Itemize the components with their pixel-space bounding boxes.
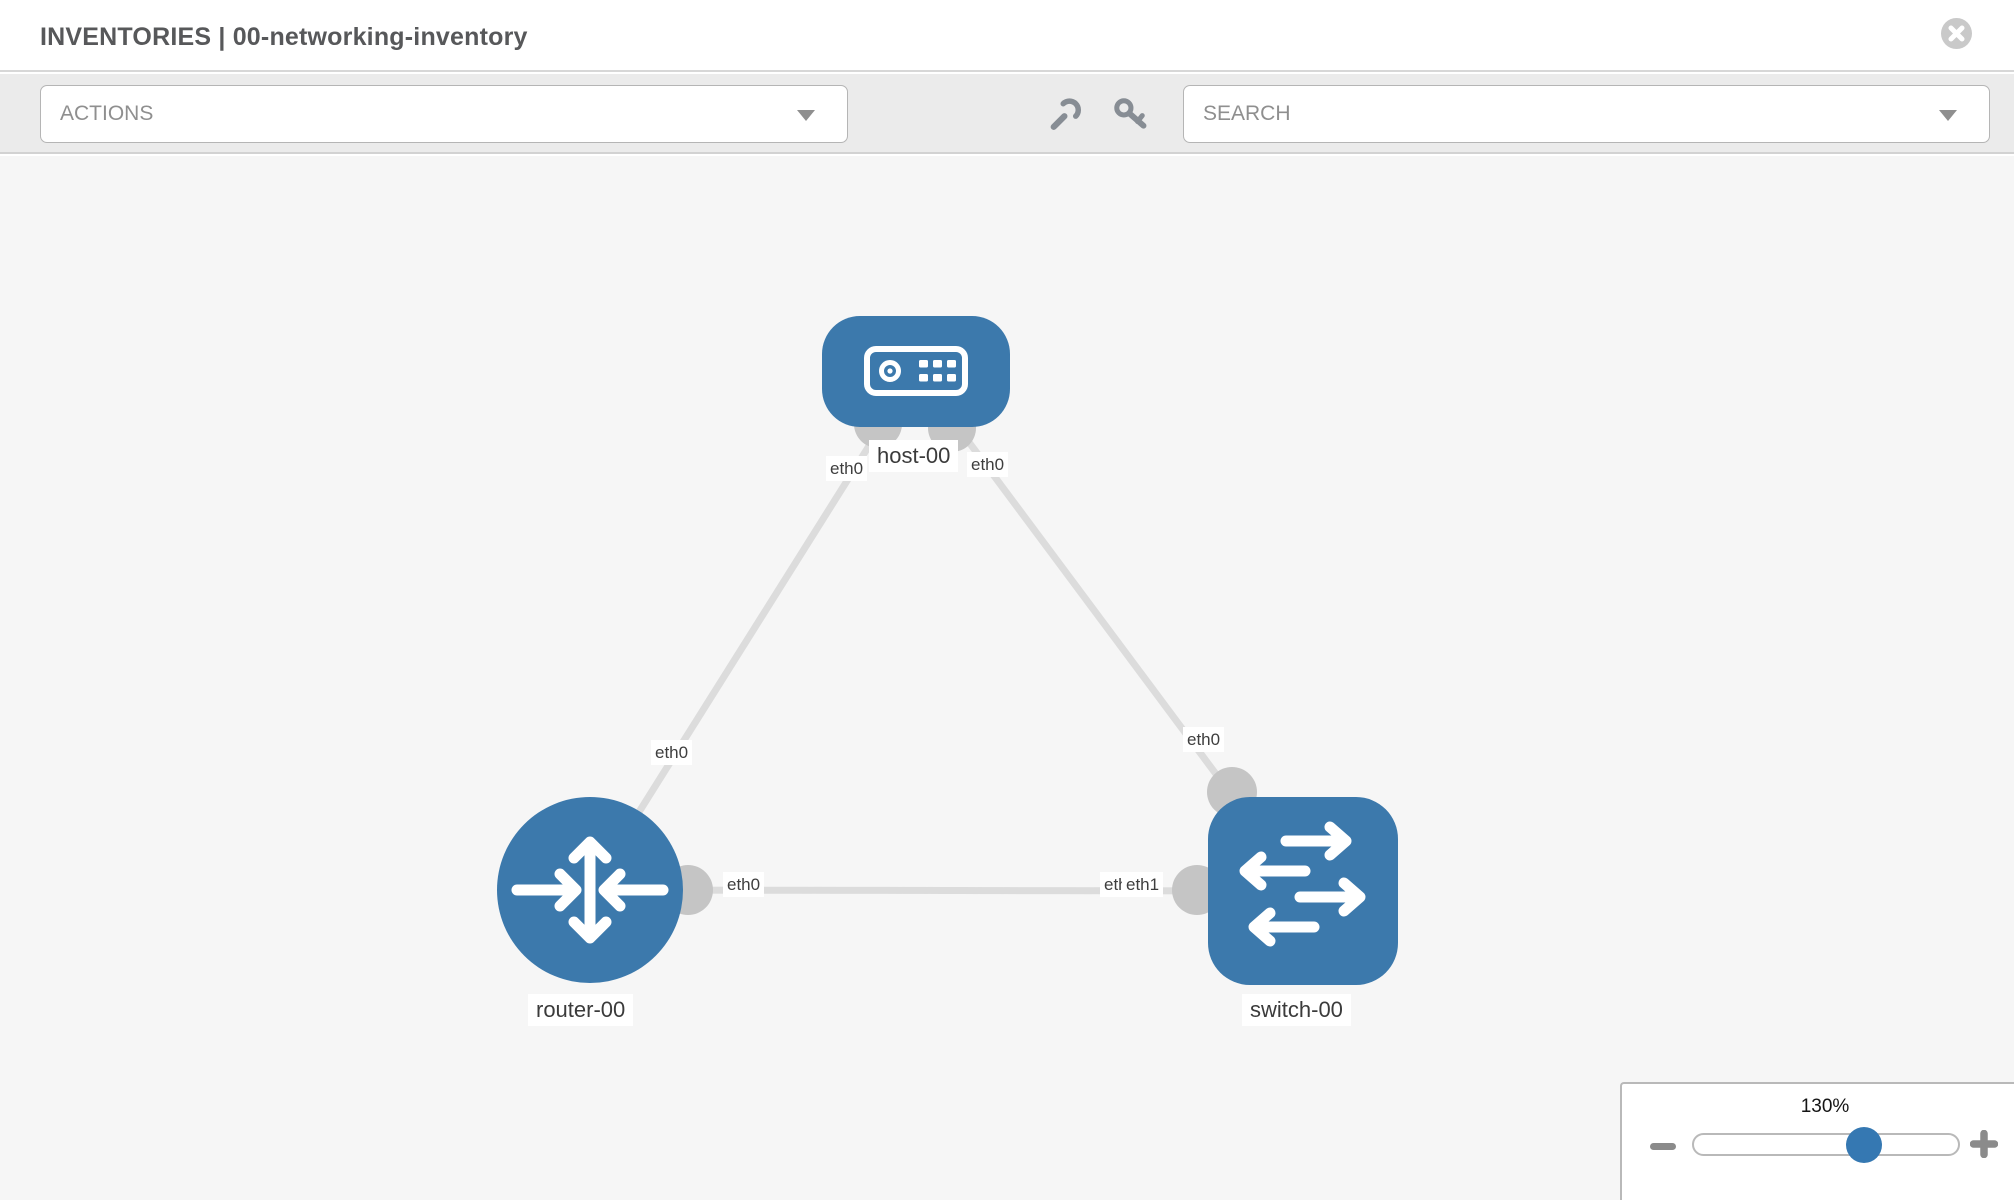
key-button[interactable] — [1112, 96, 1150, 134]
zoom-in-button[interactable] — [1969, 1129, 1999, 1161]
topology-canvas[interactable]: eth0 eth0 eth0 eth0 eth0 eth1 eth1 host-… — [0, 156, 2014, 1200]
wrench-button[interactable] — [1046, 96, 1084, 134]
search-dropdown[interactable]: SEARCH — [1183, 85, 1990, 143]
iface-label: eth0 — [826, 456, 868, 481]
node-host-00[interactable] — [822, 316, 1010, 427]
zoom-level: 130% — [1800, 1096, 1850, 1117]
plus-icon — [1969, 1129, 1999, 1161]
iface-label: eth0 — [723, 872, 765, 897]
wrench-icon — [1046, 98, 1084, 137]
port-circles — [663, 400, 1257, 915]
iface-label: eth0 — [1183, 727, 1225, 752]
iface-label: eth1 — [1122, 872, 1164, 897]
iface-label: eth0 — [651, 740, 693, 765]
page-title: INVENTORIES | 00-networking-inventory — [40, 23, 528, 51]
actions-dropdown[interactable]: ACTIONS — [40, 85, 848, 143]
search-dropdown-label: SEARCH — [1203, 102, 1291, 125]
key-icon — [1112, 98, 1150, 137]
chevron-down-icon — [797, 110, 815, 121]
node-router-00[interactable] — [497, 797, 683, 983]
node-label-host: host-00 — [869, 440, 959, 472]
chevron-down-icon — [1939, 110, 1957, 121]
close-icon — [1941, 18, 1972, 52]
node-label-switch: switch-00 — [1242, 994, 1351, 1026]
node-label-router: router-00 — [528, 994, 634, 1026]
topology-links-layer — [587, 368, 1306, 915]
zoom-slider-thumb[interactable] — [1846, 1127, 1882, 1163]
actions-dropdown-label: ACTIONS — [60, 102, 154, 125]
zoom-slider[interactable] — [1692, 1133, 1960, 1156]
close-button[interactable] — [1941, 18, 1972, 49]
toolbar: ACTIONS SEARCH — [0, 74, 2014, 154]
minus-icon — [1650, 1142, 1676, 1150]
node-switch-00[interactable] — [1208, 797, 1398, 985]
zoom-out-button[interactable] — [1650, 1133, 1678, 1153]
iface-label: eth0 — [967, 452, 1009, 477]
zoom-panel: 130% — [1620, 1082, 2014, 1200]
header: INVENTORIES | 00-networking-inventory — [0, 0, 2014, 72]
